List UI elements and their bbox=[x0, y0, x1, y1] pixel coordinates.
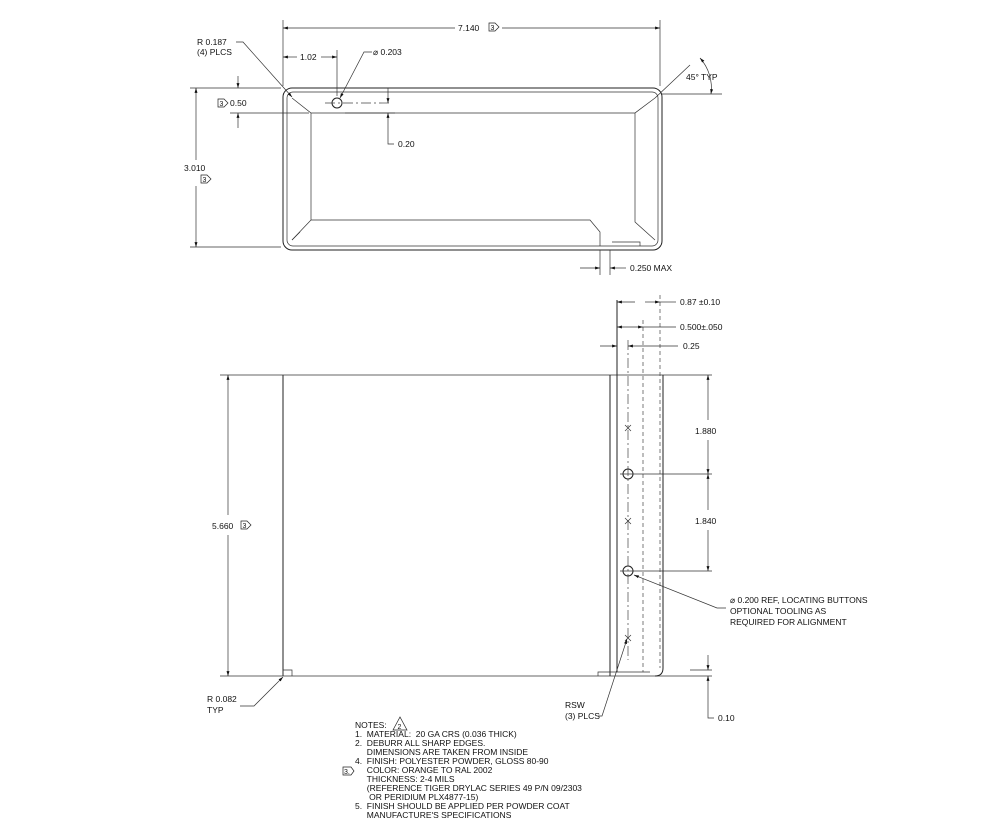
notes-title: NOTES: bbox=[355, 720, 387, 730]
flag-3: 3. bbox=[344, 769, 350, 776]
note-line: (REFERENCE TIGER DRYLAC SERIES 49 P/N 09… bbox=[355, 783, 582, 793]
right-flange bbox=[634, 113, 656, 241]
dim-corner-angle: 45° TYP bbox=[686, 72, 718, 82]
top-view-inner-outline bbox=[286, 91, 659, 247]
weld-note-count: (3) PLCS bbox=[565, 711, 600, 721]
top-view-outline bbox=[282, 87, 663, 251]
dim-hole-spacing-1: 1.880 bbox=[695, 426, 717, 436]
note-line: OR PERIDIUM PLX4877-15) bbox=[355, 792, 478, 802]
note-line: THICKNESS: 2-4 MILS bbox=[355, 774, 455, 784]
note-line: 5. FINISH SHOULD BE APPLIED PER POWDER C… bbox=[355, 801, 570, 811]
flag-3: 3 bbox=[220, 101, 224, 108]
hole-note-line-3: REQUIRED FOR ALIGNMENT bbox=[730, 617, 847, 627]
dim-hole-offset: 1.02 bbox=[300, 52, 317, 62]
bottom-flange bbox=[597, 671, 650, 676]
dim-hole-diameter: ⌀ 0.203 bbox=[373, 47, 402, 57]
dim-overall-height: 3.010 bbox=[184, 163, 206, 173]
top-view: 7.140 3 1.02 ⌀ 0.203 R 0.187 (4) PLCS 3 … bbox=[184, 20, 722, 275]
note-line: 1. MATERIAL: 20 GA CRS (0.036 THICK) bbox=[355, 729, 517, 739]
dim-depth-inner: 0.500±.050 bbox=[680, 322, 723, 332]
weld-note-label: RSW bbox=[565, 700, 585, 710]
side-view: 0.87 ±0.10 0.500±.050 0.25 5.660 3 1.880… bbox=[207, 295, 868, 723]
dim-bottom-offset: 0.10 bbox=[718, 713, 735, 723]
dim-button-offset: 0.25 bbox=[683, 341, 700, 351]
note-line: DIMENSIONS ARE TAKEN FROM INSIDE bbox=[355, 747, 528, 757]
bottom-corner bbox=[282, 669, 293, 676]
hole-note-line-1: ⌀ 0.200 REF, LOCATING BUTTONS bbox=[730, 595, 868, 605]
dim-hole-from-edge: 0.20 bbox=[398, 139, 415, 149]
dim-gap-max: 0.250 MAX bbox=[630, 263, 672, 273]
dim-length: 5.660 bbox=[212, 521, 234, 531]
weld-marks bbox=[624, 424, 632, 642]
left-flange bbox=[291, 113, 312, 241]
note-line: COLOR: ORANGE TO RAL 2002 bbox=[355, 765, 493, 775]
bottom-radius-label: R 0.082 bbox=[207, 694, 237, 704]
hole-note-line-2: OPTIONAL TOOLING AS bbox=[730, 606, 827, 616]
bottom-radius-typ: TYP bbox=[207, 705, 224, 715]
dim-overall-width: 7.140 bbox=[458, 23, 480, 33]
corner-radius-count: (4) PLCS bbox=[197, 47, 232, 57]
note-line: MANUFACTURE'S SPECIFICATIONS bbox=[355, 810, 512, 820]
bottom-tab bbox=[612, 241, 641, 246]
bottom-flange bbox=[291, 219, 601, 246]
note-line: 2. DEBURR ALL SHARP EDGES. bbox=[355, 738, 485, 748]
corner-radius-label: R 0.187 bbox=[197, 37, 227, 47]
dim-depth: 0.87 ±0.10 bbox=[680, 297, 720, 307]
flag-3: 3 bbox=[491, 25, 495, 32]
dim-flange-width: 0.50 bbox=[230, 98, 247, 108]
top-flange bbox=[291, 97, 656, 114]
flag-3: 3 bbox=[203, 177, 207, 184]
flag-2: 2 bbox=[398, 724, 402, 731]
dim-hole-spacing-2: 1.840 bbox=[695, 516, 717, 526]
notes-block: NOTES: 2 1. MATERIAL: 20 GA CRS (0.036 T… bbox=[342, 716, 582, 820]
flag-3: 3 bbox=[243, 523, 247, 530]
note-line: 4. FINISH: POLYESTER POWDER, GLOSS 80-90 bbox=[355, 756, 549, 766]
